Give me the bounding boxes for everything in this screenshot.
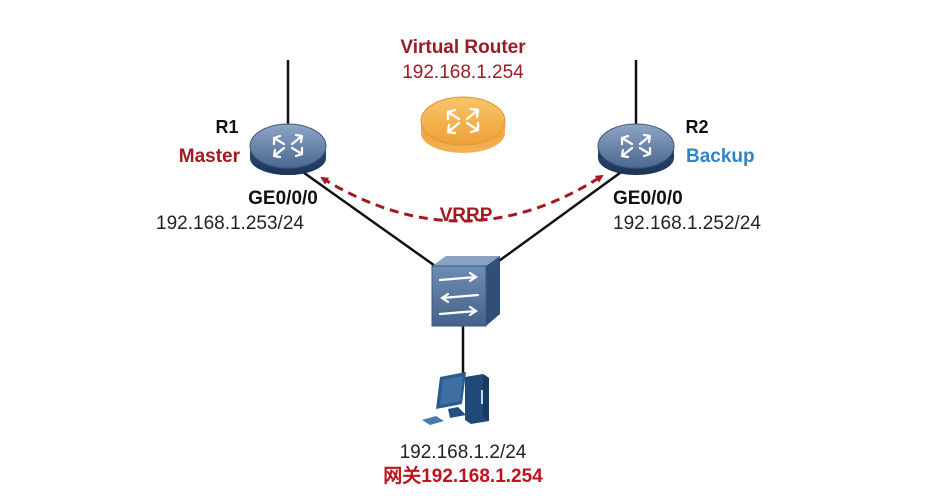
r1-router-icon[interactable]: [249, 123, 327, 175]
pc-ip-label: 192.168.1.2/24: [400, 442, 527, 463]
r2-role-label: Backup: [686, 146, 755, 167]
r1-role-label: Master: [179, 146, 241, 167]
switch-arrows-icon: [438, 271, 480, 317]
r2-name-label: R2: [685, 117, 708, 137]
virtual-router-title: Virtual Router: [400, 37, 526, 58]
r2-interface-label: GE0/0/0: [613, 188, 683, 209]
r1-interface-label: GE0/0/0: [248, 188, 318, 209]
r1-switch-link: [299, 168, 439, 270]
virtual-router-icon[interactable]: [420, 96, 506, 153]
switch-icon[interactable]: [431, 256, 500, 327]
pc-icon[interactable]: [422, 372, 489, 425]
router-arrows-icon: [446, 107, 480, 135]
r1-ip-label: 192.168.1.253/24: [156, 213, 304, 234]
pc-gateway-label: 网关192.168.1.254: [383, 464, 543, 487]
router-arrows-icon: [620, 133, 652, 159]
r2-switch-link: [491, 168, 625, 268]
r2-router-icon[interactable]: [597, 123, 675, 175]
r1-name-label: R1: [215, 117, 238, 137]
vrrp-dashed-arrow: [320, 174, 604, 223]
r2-ip-label: 192.168.1.252/24: [613, 213, 761, 234]
router-arrows-icon: [272, 133, 304, 159]
vrrp-label: VRRP: [440, 205, 493, 226]
virtual-router-ip: 192.168.1.254: [402, 62, 524, 83]
